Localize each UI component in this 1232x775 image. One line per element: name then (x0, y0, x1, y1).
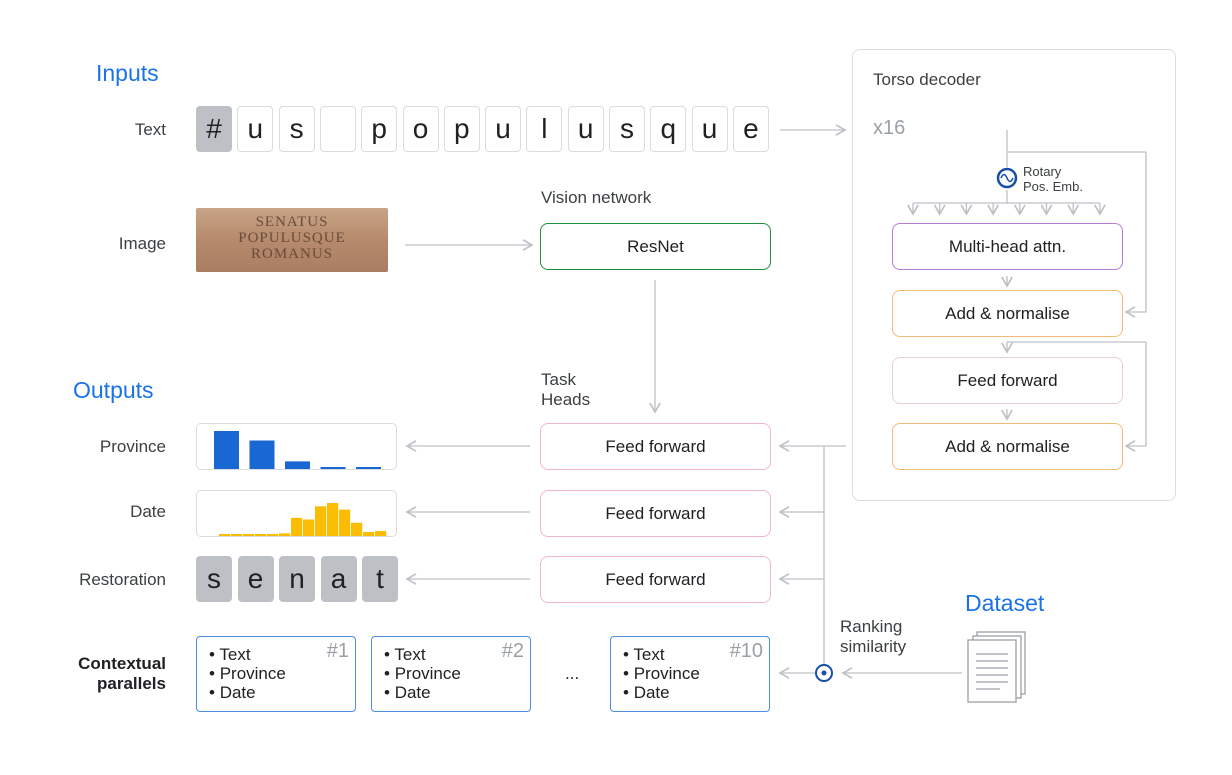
parallel-rank: #2 (501, 640, 524, 662)
vision-network-label: Vision network (541, 188, 652, 207)
date-bar (363, 532, 375, 536)
restored-token: s (196, 556, 232, 602)
parallel-field: • Date (384, 683, 431, 702)
multi-head-attention-block: Multi-head attn. (892, 223, 1123, 270)
parallel-field: • Text (623, 645, 665, 664)
input-token: e (732, 106, 769, 152)
parallel-field: • Province (209, 664, 286, 683)
outputs-heading: Outputs (73, 377, 154, 403)
parallel-card[interactable]: #2 • Text• Province• Date (371, 636, 531, 712)
province-bar (356, 467, 381, 469)
input-token: u (691, 106, 728, 152)
date-bar (351, 522, 363, 536)
torso-feed-forward-block: Feed forward (892, 357, 1123, 404)
input-token: s (278, 106, 315, 152)
input-token: # (196, 106, 232, 152)
parallel-field: • Date (623, 683, 670, 702)
parallel-field: • Text (209, 645, 251, 664)
document-stack-icon (967, 631, 1026, 703)
date-bar (315, 506, 327, 536)
torso-decoder-panel (852, 49, 1176, 501)
add-normalise-block-2: Add & normalise (892, 423, 1123, 470)
input-token: s (609, 106, 645, 152)
image-label: Image (118, 234, 166, 253)
province-label: Province (99, 437, 166, 456)
input-token: l (526, 106, 563, 152)
province-bar (320, 467, 346, 469)
inscription-text: SENATUS POPULUSQUE ROMANUS (238, 214, 346, 262)
input-token: p (443, 106, 480, 152)
restored-token: a (320, 556, 357, 602)
parallel-rank: #1 (326, 640, 349, 662)
date-bar (291, 517, 303, 536)
input-token (319, 106, 356, 152)
restoration-label: Restoration (79, 570, 166, 589)
dataset-heading: Dataset (965, 590, 1045, 616)
date-bar (327, 503, 339, 536)
restored-token: n (279, 556, 315, 602)
input-token: p (361, 106, 398, 152)
input-token: u (567, 106, 604, 152)
input-token: u (237, 106, 274, 152)
parallel-card[interactable]: #10 • Text• Province• Date (610, 636, 770, 712)
date-bar (231, 534, 243, 536)
torso-decoder-title: Torso decoder (873, 70, 981, 89)
province-feed-forward: Feed forward (540, 423, 771, 470)
date-bar (339, 509, 351, 536)
parallel-field: • Date (209, 683, 256, 702)
inscription-image: SENATUS POPULUSQUE ROMANUS (196, 208, 388, 272)
resnet-box: ResNet (540, 223, 771, 270)
parallel-field: • Province (384, 664, 461, 683)
date-label: Date (130, 502, 166, 521)
date-bar (219, 534, 231, 536)
province-chart (196, 423, 397, 470)
ellipsis: ... (565, 664, 580, 683)
restored-token: e (237, 556, 274, 602)
date-bar (375, 531, 387, 536)
date-bar (279, 533, 291, 536)
parallel-rank: #10 (729, 640, 763, 662)
input-token: q (650, 106, 687, 152)
province-bar (214, 431, 239, 469)
date-chart (196, 490, 397, 537)
parallel-field: • Province (623, 664, 700, 683)
add-normalise-block-1: Add & normalise (892, 290, 1123, 337)
date-bar (243, 534, 255, 536)
text-label: Text (134, 120, 166, 139)
input-token: o (402, 106, 439, 152)
restored-token: t (362, 556, 398, 602)
restoration-feed-forward: Feed forward (540, 556, 771, 603)
inputs-heading: Inputs (96, 60, 159, 86)
date-feed-forward: Feed forward (540, 490, 771, 537)
input-token: u (485, 106, 522, 152)
date-bar (267, 534, 279, 536)
date-bar (303, 519, 315, 536)
repeat-count: x16 (873, 117, 906, 139)
province-bar (249, 440, 275, 469)
province-bar (285, 461, 310, 469)
parallel-card[interactable]: #1 • Text• Province• Date (196, 636, 356, 712)
parallel-field: • Text (384, 645, 426, 664)
date-bar (255, 534, 267, 536)
